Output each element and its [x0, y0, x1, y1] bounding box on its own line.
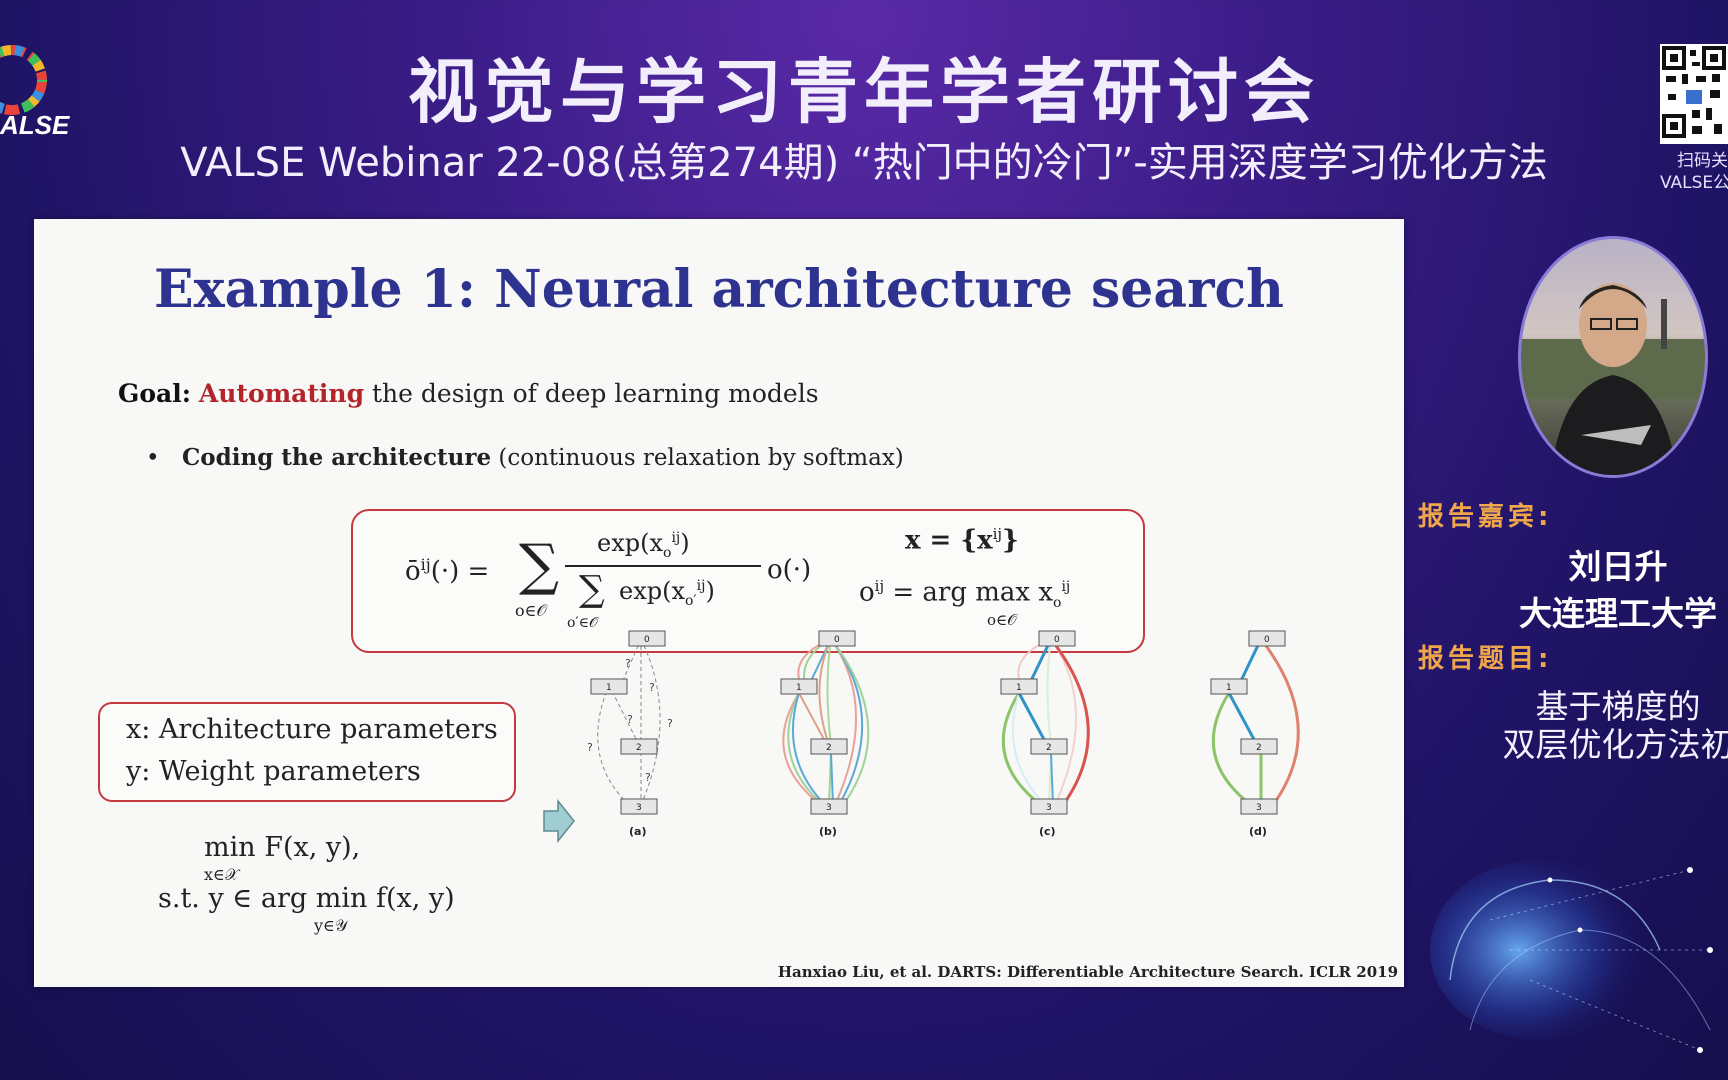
- sum-symbol: ∑: [519, 533, 559, 598]
- denominator-subscript: o′∈𝒪: [567, 615, 598, 631]
- svg-text:2: 2: [1046, 743, 1052, 753]
- edge-question: ?: [625, 657, 631, 670]
- speaker-name: 刘日升: [1568, 547, 1668, 586]
- argmax-subscript: o∈𝒪: [987, 611, 1017, 629]
- svg-text:2: 2: [826, 743, 832, 753]
- parameter-box: x: Architecture parameters y: Weight par…: [98, 702, 516, 802]
- qr-caption: 扫码关 VALSE公: [1660, 150, 1728, 194]
- presentation-slide: Example 1: Neural architecture search Go…: [34, 219, 1404, 987]
- speaker-label: 报告嘉宾:: [1418, 502, 1553, 532]
- sum-subscript: o∈𝒪: [515, 601, 547, 620]
- svg-text:3: 3: [636, 803, 642, 813]
- topic-line2: 双层优化方法初: [1502, 725, 1728, 764]
- formula-lhs: ōij(·) =: [405, 555, 490, 587]
- topic-label: 报告题目:: [1418, 644, 1553, 674]
- denominator-sum: ∑: [579, 569, 605, 610]
- svg-text:3: 3: [1046, 803, 1052, 813]
- diagram-label-d: (d): [1249, 825, 1267, 838]
- fraction-denominator: exp(xo′ij): [619, 577, 715, 609]
- param-y: y: Weight parameters: [126, 756, 421, 787]
- goal-text: the design of deep learning models: [372, 379, 819, 408]
- x-definition: x = {xij}: [905, 525, 1019, 556]
- param-x: x: Architecture parameters: [126, 714, 498, 745]
- svg-text:3: 3: [1256, 803, 1262, 813]
- svg-text:1: 1: [1226, 683, 1232, 693]
- opt-line2-subscript: y∈𝒴: [314, 916, 348, 935]
- svg-text:0: 0: [1054, 635, 1060, 645]
- fraction-numerator: exp(xoij): [597, 529, 690, 561]
- speaker-affiliation: 大连理工大学: [1519, 594, 1717, 633]
- topic-line1: 基于梯度的: [1535, 687, 1701, 726]
- diagram-c: 0 1 2 3 (c): [1000, 630, 1090, 838]
- brain-network-icon: [1430, 860, 1713, 1053]
- opt-line1-subscript: x∈𝒳: [204, 865, 239, 884]
- goal-label: Goal:: [118, 379, 191, 408]
- diagram-d: 0 1 2 3 (d): [1210, 630, 1300, 838]
- bullet-marker: •: [146, 445, 160, 471]
- svg-text:0: 0: [834, 635, 840, 645]
- bullet-item: • Coding the architecture (continuous rel…: [146, 444, 904, 471]
- goal-line: Goal: Automating the design of deep lear…: [118, 379, 819, 408]
- qr-caption-line1: 扫码关: [1677, 151, 1728, 171]
- formula-box: ōij(·) = ∑ o∈𝒪 exp(xoij) ∑ o′∈𝒪 exp(xo′i…: [351, 509, 1145, 653]
- qr-caption-line2: VALSE公: [1660, 173, 1728, 193]
- svg-text:2: 2: [636, 743, 642, 753]
- argmax-expression: oij = arg max xoij: [859, 577, 1071, 611]
- operation-term: o(·): [767, 555, 812, 585]
- svg-text:1: 1: [796, 683, 802, 693]
- speaker-avatar: [1518, 236, 1708, 478]
- opt-line1: min F(x, y),: [204, 832, 361, 863]
- svg-text:?: ?: [645, 771, 651, 784]
- svg-text:?: ?: [627, 713, 633, 726]
- citation: Hanxiao Liu, et al. DARTS: Differentiabl…: [777, 963, 1398, 981]
- svg-text:?: ?: [649, 681, 655, 694]
- svg-text:1: 1: [1016, 683, 1022, 693]
- goal-highlight: Automating: [198, 379, 365, 408]
- opt-line2: s.t. y ∈ arg min f(x, y): [158, 883, 455, 914]
- diagram-label-b: (b): [819, 825, 837, 838]
- svg-text:2: 2: [1256, 743, 1262, 753]
- svg-text:1: 1: [606, 683, 612, 693]
- fraction-bar: [565, 565, 761, 567]
- event-title: 视觉与学习青年学者研讨会: [408, 51, 1320, 133]
- diagram-label-a: (a): [629, 825, 646, 838]
- qr-code: [1660, 44, 1728, 144]
- slide-title: Example 1: Neural architecture search: [154, 259, 1284, 320]
- svg-text:?: ?: [667, 717, 673, 730]
- diagram-label-c: (c): [1039, 825, 1056, 838]
- diagram-b: 0 1 2 3 (b): [780, 630, 870, 838]
- arrow-right-icon: [543, 799, 575, 843]
- darts-diagrams: ? ? ? ? ? ? 0 1 2 3 (a): [587, 630, 1300, 838]
- svg-text:0: 0: [1264, 635, 1270, 645]
- webinar-subtitle: VALSE Webinar 22-08(总第274期) “热门中的冷门”-实用深…: [180, 140, 1548, 186]
- bullet-text: (continuous relaxation by softmax): [498, 445, 904, 471]
- svg-text:3: 3: [826, 803, 832, 813]
- valse-logo-text: ALSE: [0, 110, 70, 140]
- valse-logo: ALSE: [0, 40, 70, 150]
- svg-text:?: ?: [587, 741, 593, 754]
- node-label: 0: [644, 635, 650, 645]
- diagram-a: ? ? ? ? ? ? 0 1 2 3 (a): [587, 630, 673, 838]
- bullet-bold: Coding the architecture: [182, 444, 492, 471]
